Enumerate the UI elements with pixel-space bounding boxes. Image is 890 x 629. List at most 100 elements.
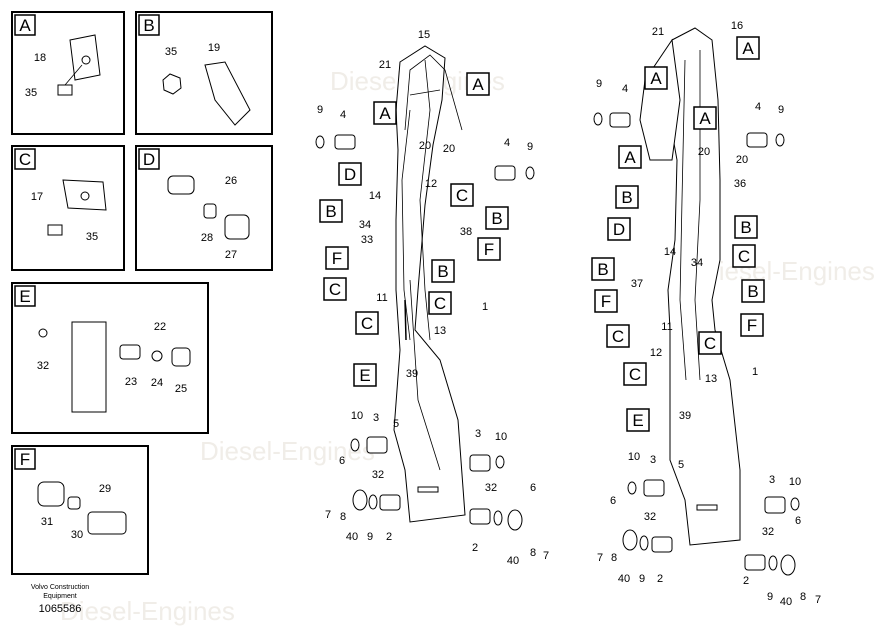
part-number-label: 3 (373, 412, 379, 424)
inset-letter: A (19, 16, 31, 35)
part-number-label: 17 (31, 191, 43, 203)
callout-letter: B (740, 218, 751, 237)
inset-letter-frame (138, 148, 160, 170)
callout-box: B (591, 257, 615, 281)
part-number-label: 32 (485, 482, 497, 494)
part-number-label: 40 (346, 531, 358, 543)
callout-frame (607, 217, 631, 241)
callout-box: D (607, 217, 631, 241)
callout-letter: C (361, 314, 373, 333)
part-number-label: 7 (325, 509, 331, 521)
part-number-label: 32 (372, 469, 384, 481)
inset-letter: D (143, 150, 155, 169)
callout-box: F (477, 237, 501, 261)
callout-letter: E (359, 366, 370, 385)
part-number-label: 15 (418, 29, 430, 41)
part-number-label: 2 (386, 531, 392, 543)
part-number-label: 23 (125, 376, 137, 388)
part-number-label: 38 (460, 226, 472, 238)
callout-letter: B (597, 260, 608, 279)
part-number-label: 4 (755, 101, 761, 113)
left-boom-drawing (315, 45, 535, 531)
inset-drawings (37, 34, 251, 535)
drawing-number: 1065586 (38, 603, 82, 615)
inset-letter: F (20, 450, 30, 469)
callout-box: A (693, 106, 717, 130)
part-number-label: 4 (622, 83, 628, 95)
part-number-label: 6 (795, 515, 801, 527)
callout-box: B (734, 215, 758, 239)
part-number-label: 32 (762, 526, 774, 538)
callout-frame (477, 237, 501, 261)
callout-letter: F (332, 249, 342, 268)
callout-box: A (618, 145, 642, 169)
callout-letter: B (747, 282, 758, 301)
callout-box: B (431, 259, 455, 283)
inset-frame (135, 11, 273, 135)
callout-letter: F (747, 316, 757, 335)
part-number-label: 35 (86, 231, 98, 243)
part-number-label: 4 (340, 109, 346, 121)
part-number-label: 9 (596, 78, 602, 90)
right-boom-drawing (593, 27, 800, 576)
part-number-label: 9 (639, 573, 645, 585)
part-number-label: 34 (691, 257, 703, 269)
part-number-label: 8 (800, 591, 806, 603)
part-number-label: 31 (41, 516, 53, 528)
callout-letter: F (484, 240, 494, 259)
callout-frame (353, 363, 377, 387)
part-number-label: 2 (743, 575, 749, 587)
part-number-label: 32 (37, 360, 49, 372)
part-number-label: 40 (507, 555, 519, 567)
part-number-label: 24 (151, 377, 163, 389)
part-number-label: 11 (376, 292, 387, 304)
callout-box: A (644, 66, 668, 90)
inset-frame (11, 445, 149, 575)
part-number-label: 9 (367, 531, 373, 543)
part-number-label: 1 (482, 301, 488, 313)
callout-letter: A (379, 104, 391, 123)
part-number-label: 20 (736, 154, 748, 166)
part-number-label: 8 (530, 547, 536, 559)
callout-box: C (428, 291, 452, 315)
callout-box: A (373, 101, 397, 125)
callout-frame (740, 313, 764, 337)
part-number-label: 28 (201, 232, 213, 244)
inset-letter-frame (14, 14, 36, 36)
callout-letter: A (624, 148, 636, 167)
callout-box: E (353, 363, 377, 387)
part-number-label: 10 (351, 410, 363, 422)
callout-box: C (698, 331, 722, 355)
part-number-label: 8 (611, 552, 617, 564)
part-number-label: 6 (610, 495, 616, 507)
part-number-label: 9 (778, 104, 784, 116)
callout-box: C (323, 277, 347, 301)
part-number-label: 16 (731, 20, 743, 32)
part-number-label: 7 (815, 594, 821, 606)
callout-box: F (325, 246, 349, 270)
callout-frame (615, 185, 639, 209)
inset-letter-frame (14, 285, 36, 307)
part-number-label: 10 (789, 476, 801, 488)
part-number-label: 3 (650, 454, 656, 466)
watermark: Diesel-Engines Diesel-Engines Diesel-Eng… (60, 66, 875, 626)
inset-frame (11, 11, 125, 135)
callout-box: B (741, 279, 765, 303)
part-number-label: 39 (679, 410, 691, 422)
callout-frame (606, 324, 630, 348)
part-number-label: 29 (99, 483, 111, 495)
part-number-label: 40 (618, 573, 630, 585)
part-number-label: 7 (597, 552, 603, 564)
callout-letter: C (704, 334, 716, 353)
callout-box: F (594, 289, 618, 313)
part-number-label: 6 (530, 482, 536, 494)
part-number-label: 36 (734, 178, 746, 190)
part-number-label: 13 (434, 325, 446, 337)
callout-letter: C (612, 327, 624, 346)
callout-frame (693, 106, 717, 130)
callout-letter: D (344, 165, 356, 184)
part-number-label: 10 (628, 451, 640, 463)
